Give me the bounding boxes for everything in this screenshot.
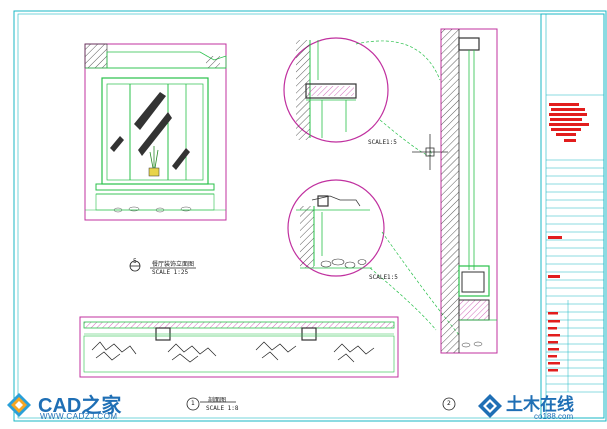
- detail-circle-bottom: [287, 179, 385, 277]
- section2-number: 2: [447, 400, 451, 407]
- cad-brand-name: CAD之家: [38, 395, 122, 417]
- watermark-cadzj: CAD之家 WWW.CADZJ.COM: [4, 388, 164, 424]
- elevation-window-drawing: [84, 43, 227, 221]
- section-number: 1: [191, 400, 195, 407]
- label-bubbles: [129, 260, 456, 411]
- horizontal-section-drawing: [79, 316, 399, 378]
- leader-lines: [355, 40, 461, 337]
- detail-circle-top: [283, 37, 389, 143]
- watermark-tumu: 土木在线 co188.com: [470, 388, 607, 426]
- tumu-logo-icon: [478, 394, 502, 418]
- section-title: 剖面图: [208, 397, 227, 404]
- scale-label-bottom: SCALE1:5: [369, 274, 398, 281]
- vertical-section-drawing: [440, 28, 498, 354]
- elevation-number: 5: [133, 258, 137, 265]
- drawing-border: [13, 10, 607, 422]
- elevation-scale: SCALE 1:25: [152, 269, 189, 276]
- cad-brand-url: WWW.CADZJ.COM: [40, 412, 118, 421]
- elevation-title: 餐厅装饰立面图: [152, 261, 195, 268]
- tumu-brand-name: 土木在线: [506, 395, 574, 415]
- scale-label-top: SCALE1:5: [368, 139, 397, 146]
- section-scale: SCALE 1:8: [206, 405, 239, 412]
- cad-logo-icon: [7, 393, 31, 417]
- tumu-brand-url: co188.com: [534, 412, 574, 421]
- title-block: [540, 13, 605, 419]
